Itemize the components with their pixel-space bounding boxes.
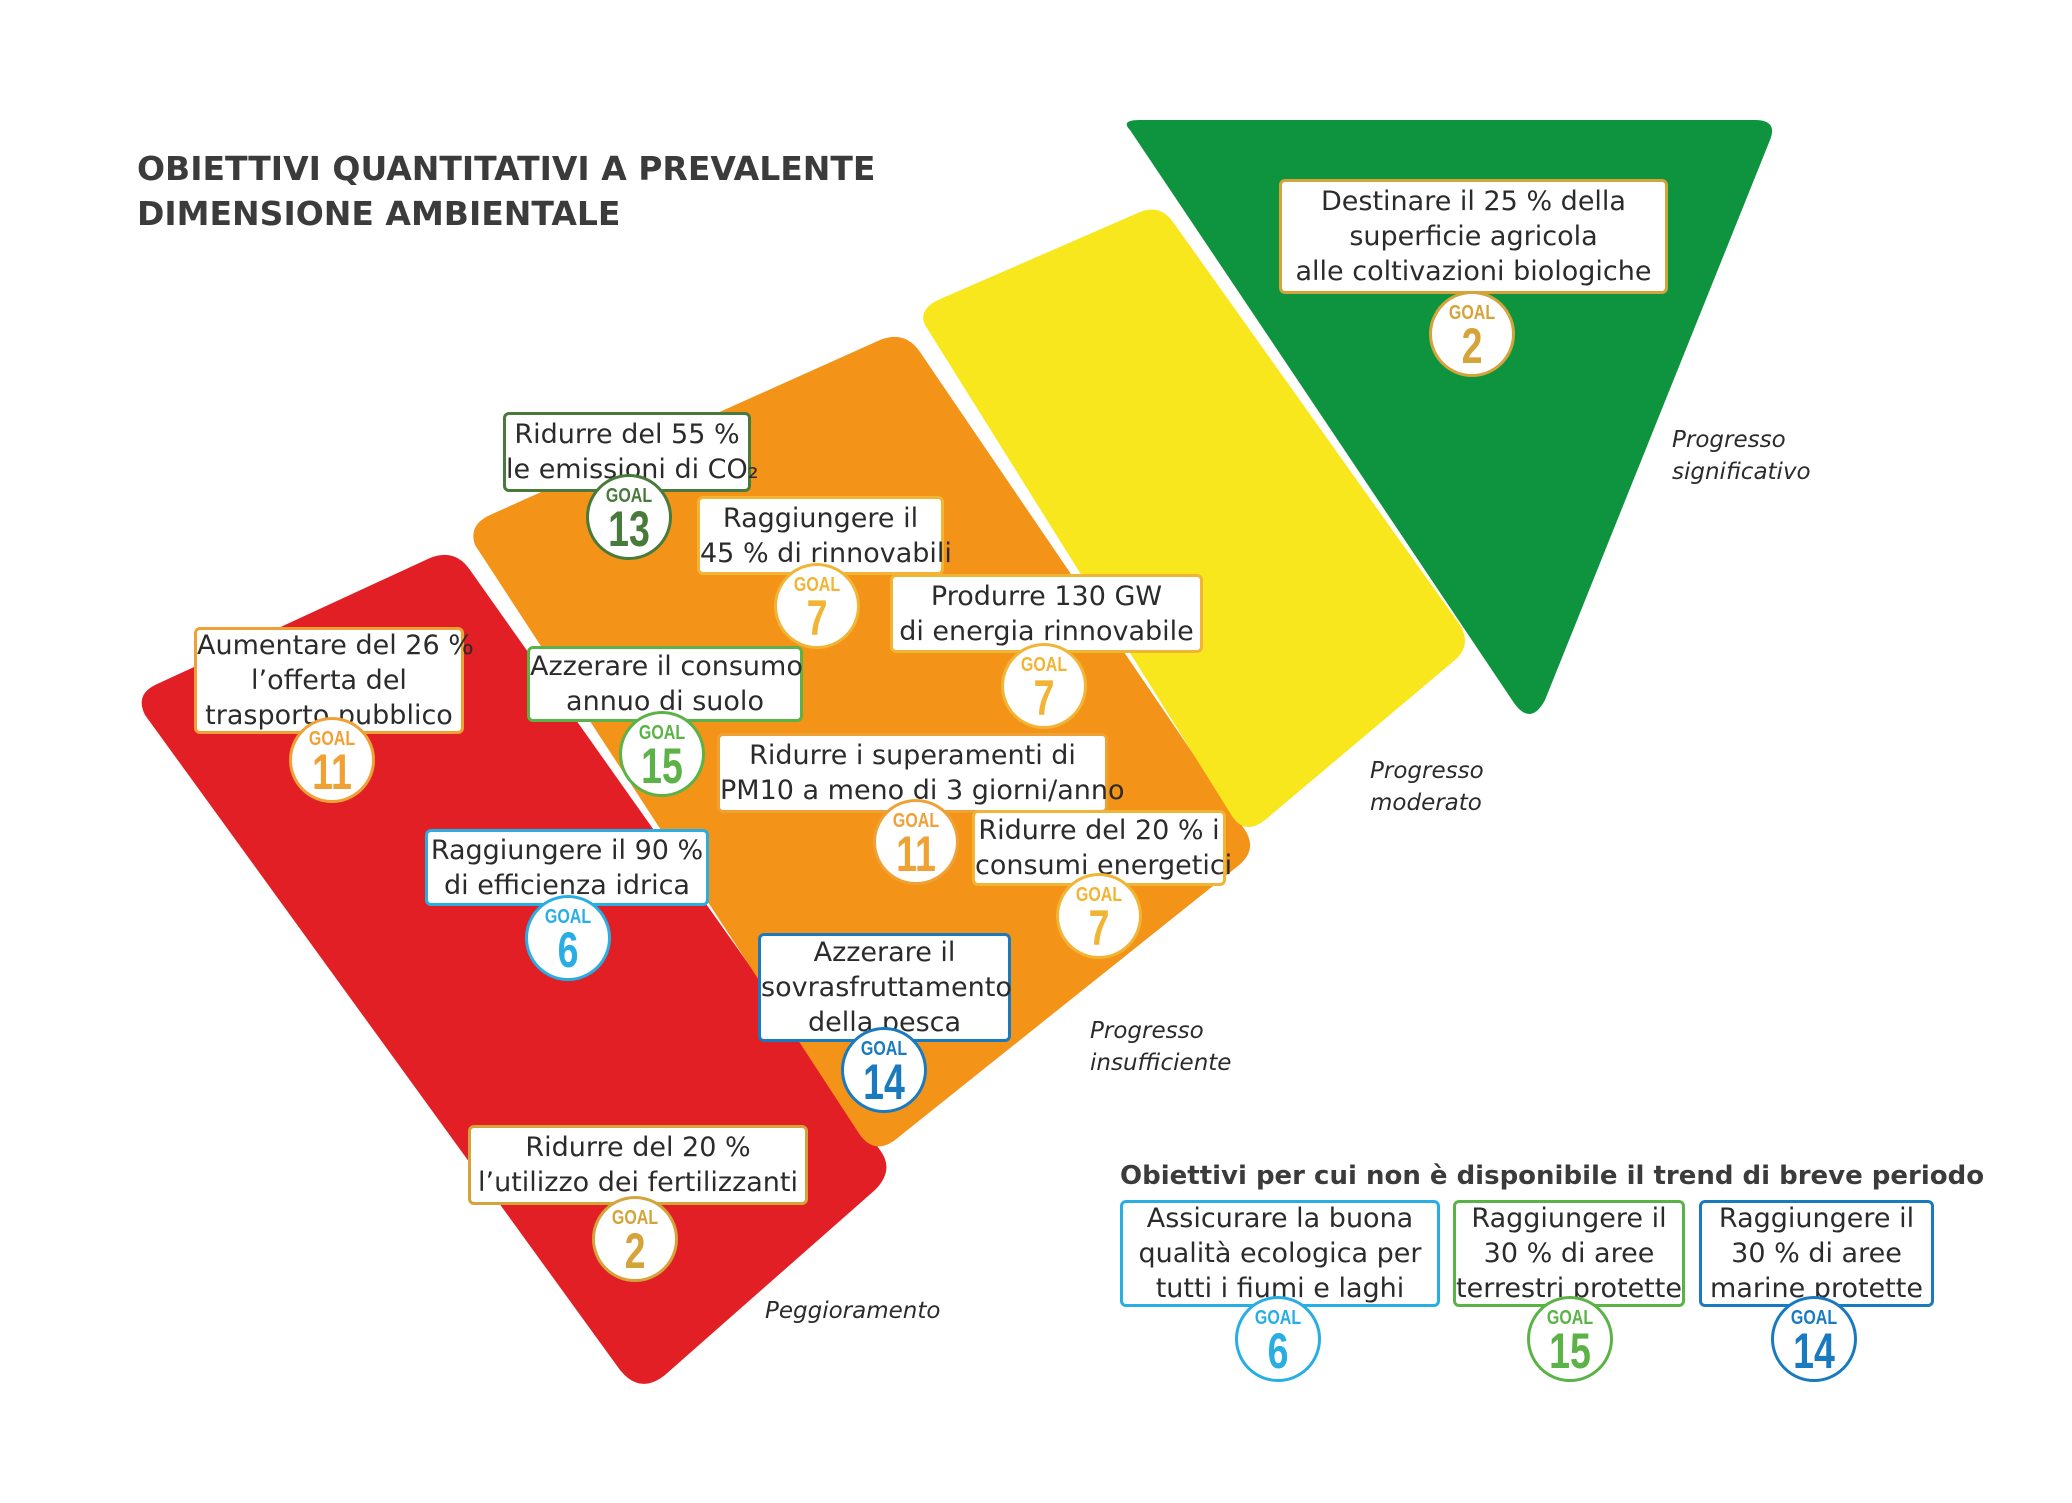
goal-label: GOAL [638,722,686,744]
goal-badge-suolo: GOAL 15 [619,711,705,797]
target-text: Azzerare il consumo [530,651,803,682]
goal-badge-rinnovabili45: GOAL 7 [774,563,860,649]
label-moderato-line-1: Progresso [1370,758,1484,784]
goal-badge-pm10: GOAL 11 [873,799,959,885]
goal-number: 11 [312,744,352,800]
target-box-idrica: Raggiungere il 90 % di efficienza idrica [425,829,709,906]
goal-label: GOAL [860,1038,908,1060]
target-text: superficie agricola [1349,221,1598,252]
target-text: Raggiungere il [1471,1203,1667,1234]
target-text: 30 % di aree [1483,1238,1655,1269]
goal-label: GOAL [1448,302,1496,324]
label-insufficiente-line-2: insufficiente [1090,1050,1232,1076]
label-progresso-significativo: Progresso significativo [1672,424,1811,488]
goal-badge-trasporto: GOAL 11 [289,717,375,803]
target-text: Aumentare del 26 % [197,630,474,661]
target-text: Ridurre del 20 % [525,1132,751,1163]
band-yellow [923,209,1465,828]
no-trend-box-marine: Raggiungere il 30 % di aree marine prote… [1699,1200,1934,1307]
goal-label: GOAL [793,574,841,596]
target-text: Azzerare il [813,937,956,968]
page-title-line-1: OBIETTIVI QUANTITATIVI A PREVALENTE [137,149,876,188]
target-box-trasporto: Aumentare del 26 % l’offerta del traspor… [194,627,474,734]
target-text: sovrasfruttamento [761,972,1012,1003]
goal-label: GOAL [605,485,653,507]
goal-badge-terrestri: GOAL 15 [1527,1296,1613,1382]
label-insufficiente-line-1: Progresso [1090,1018,1204,1044]
label-progresso-insufficiente: Progresso insufficiente [1090,1015,1231,1079]
goal-label: GOAL [611,1207,659,1229]
target-text: Raggiungere il 90 % [430,834,704,866]
no-trend-title: Obiettivi per cui non è disponibile il t… [1120,1161,1985,1191]
page-title-line-2: DIMENSIONE AMBIENTALE [137,194,621,233]
target-text: Raggiungere il [1718,1203,1915,1234]
goal-label: GOAL [1254,1307,1302,1329]
goal-label: GOAL [1546,1307,1594,1329]
label-significativo-line-2: significativo [1672,459,1811,485]
goal-label: GOAL [1020,654,1068,676]
target-box-suolo: Azzerare il consumo annuo di suolo [527,646,803,722]
goal-number: 13 [608,501,650,557]
goal-badge-co2: GOAL 13 [586,474,672,560]
goal-label: GOAL [1790,1307,1838,1329]
goal-label: GOAL [892,810,940,832]
target-text: Assicurare la buona [1146,1203,1414,1234]
label-peggioramento-text: Peggioramento [765,1298,941,1324]
goal-badge-idrica: GOAL 6 [525,895,611,981]
target-text: 30 % di aree [1731,1238,1902,1269]
target-box-fertilizzanti: Ridurre del 20 % l’utilizzo dei fertiliz… [468,1125,808,1205]
goal-badge-fiumi: GOAL 6 [1235,1296,1321,1382]
goal-badge-bio: GOAL 2 [1429,291,1515,377]
goal-number: 15 [641,738,683,794]
goal-number: 2 [1461,318,1483,374]
goal-badge-pesca: GOAL 14 [841,1027,927,1113]
target-text: alle coltivazioni biologiche [1295,256,1652,287]
goal-badge-consumi: GOAL 7 [1056,873,1142,959]
goal-number: 14 [863,1054,905,1110]
target-text: Ridurre del 55 % [514,419,740,450]
goal-label: GOAL [1075,884,1123,906]
target-text: qualità ecologica per [1138,1238,1422,1269]
target-text: Destinare il 25 % della [1321,186,1626,217]
goal-label: GOAL [308,728,356,750]
goal-number: 7 [806,590,828,646]
target-box-pesca: Azzerare il sovrasfruttamento della pesc… [758,933,1012,1042]
target-box-co2: Ridurre del 55 % le emissioni di CO₂ [503,412,759,492]
goal-label: GOAL [544,906,592,928]
goal-number: 2 [624,1223,646,1279]
label-peggioramento: Peggioramento [765,1295,940,1327]
goal-badge-fertilizzanti: GOAL 2 [592,1196,678,1282]
page-title: OBIETTIVI QUANTITATIVI A PREVALENTE DIME… [137,146,875,236]
target-text: Produrre 130 GW [930,580,1163,612]
target-box-gw130: Produrre 130 GW di energia rinnovabile [890,574,1203,653]
target-text: l’utilizzo dei fertilizzanti [478,1167,798,1198]
target-box-bio: Destinare il 25 % della superficie agric… [1279,179,1668,294]
goal-badge-marine: GOAL 14 [1771,1296,1857,1382]
goal-number: 14 [1793,1323,1835,1379]
no-trend-box-terrestri: Raggiungere il 30 % di aree terrestri pr… [1453,1200,1685,1307]
goal-number: 11 [896,826,936,882]
label-progresso-moderato: Progresso moderato [1370,755,1484,819]
goal-number: 15 [1549,1323,1591,1379]
target-text: Ridurre del 20 % i [978,815,1220,846]
target-text: Ridurre i superamenti di [749,740,1076,771]
label-significativo-line-1: Progresso [1672,427,1786,453]
no-trend-box-fiumi: Assicurare la buona qualità ecologica pe… [1120,1200,1440,1307]
target-text: l’offerta del [251,665,407,696]
goal-number: 7 [1088,900,1110,956]
target-text: Raggiungere il [722,502,919,534]
goal-number: 6 [1267,1323,1289,1379]
target-text: di energia rinnovabile [899,615,1194,647]
goal-badge-gw130: GOAL 7 [1001,643,1087,729]
goal-number: 7 [1033,670,1055,726]
label-moderato-line-2: moderato [1370,790,1482,816]
goal-number: 6 [557,922,579,978]
